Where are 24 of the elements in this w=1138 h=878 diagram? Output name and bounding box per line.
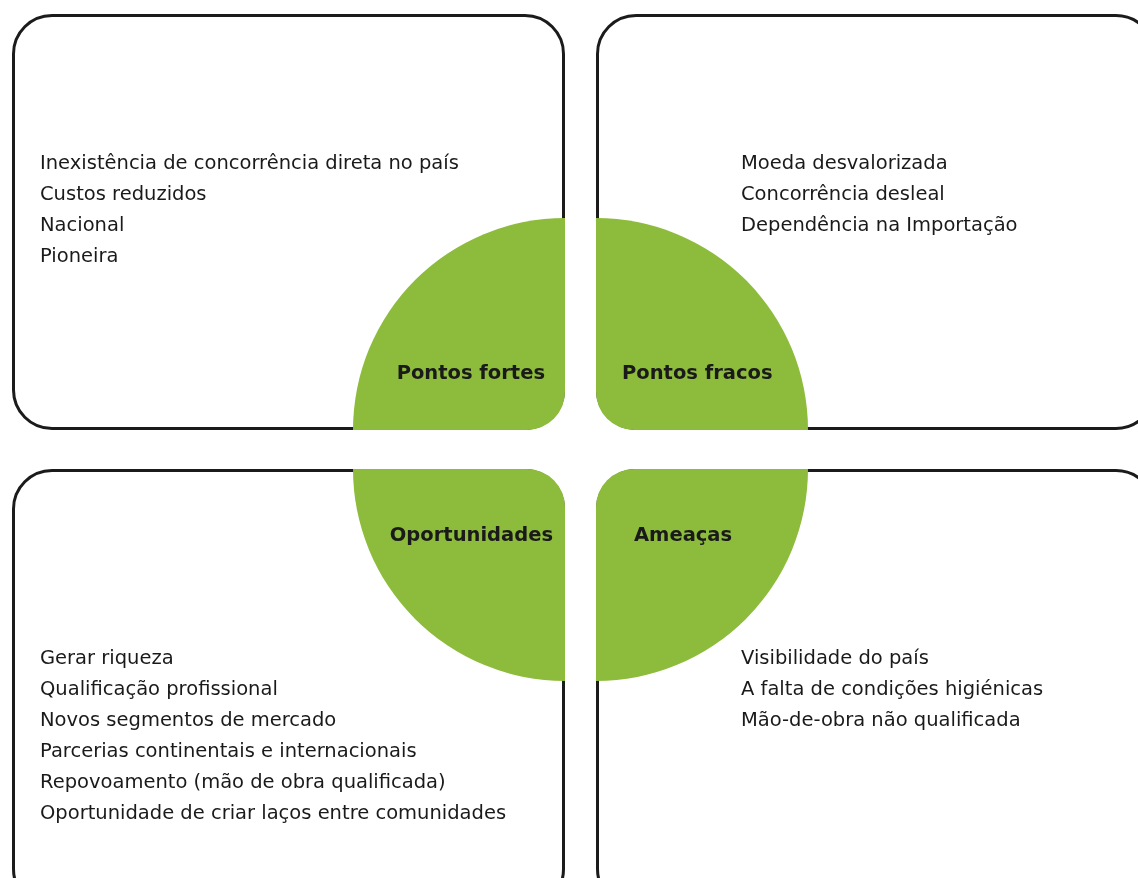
- list-item: Nacional: [40, 212, 126, 238]
- list-item: Parcerias continentais e internacionais: [40, 738, 418, 764]
- list-item: Visibilidade do país: [741, 645, 930, 671]
- quadrant-heading: Oportunidades: [389, 523, 553, 546]
- list-item: A falta de condições higiénicas: [741, 676, 1044, 702]
- list-item: Oportunidade de criar laços entre comunidades: [40, 800, 507, 826]
- list-item: Moeda desvalorizada: [741, 150, 949, 176]
- quadrant-box: [12, 469, 565, 878]
- list-item: Repovoamento (mão de obra qualificada): [40, 769, 447, 795]
- quadrant-box: [596, 14, 1138, 430]
- quadrant-box: [596, 469, 1138, 878]
- quadrant-heading: Ameaças: [634, 523, 733, 546]
- list-item: Qualificação profissional: [40, 676, 279, 702]
- list-item: Gerar riqueza: [40, 645, 175, 671]
- list-item: Concorrência desleal: [741, 181, 946, 207]
- list-item: Mão-de-obra não qualificada: [741, 707, 1022, 733]
- list-item: Dependência na Importação: [741, 212, 1018, 238]
- quadrant-heading: Pontos fortes: [396, 361, 545, 384]
- quadrant-box: [12, 14, 565, 430]
- list-item: Novos segmentos de mercado: [40, 707, 338, 733]
- quadrant-heading: Pontos fracos: [622, 361, 773, 384]
- list-item: Pioneira: [40, 243, 120, 269]
- list-item: Inexistência de concorrência direta no país: [40, 150, 459, 176]
- list-item: Custos reduzidos: [40, 181, 208, 207]
